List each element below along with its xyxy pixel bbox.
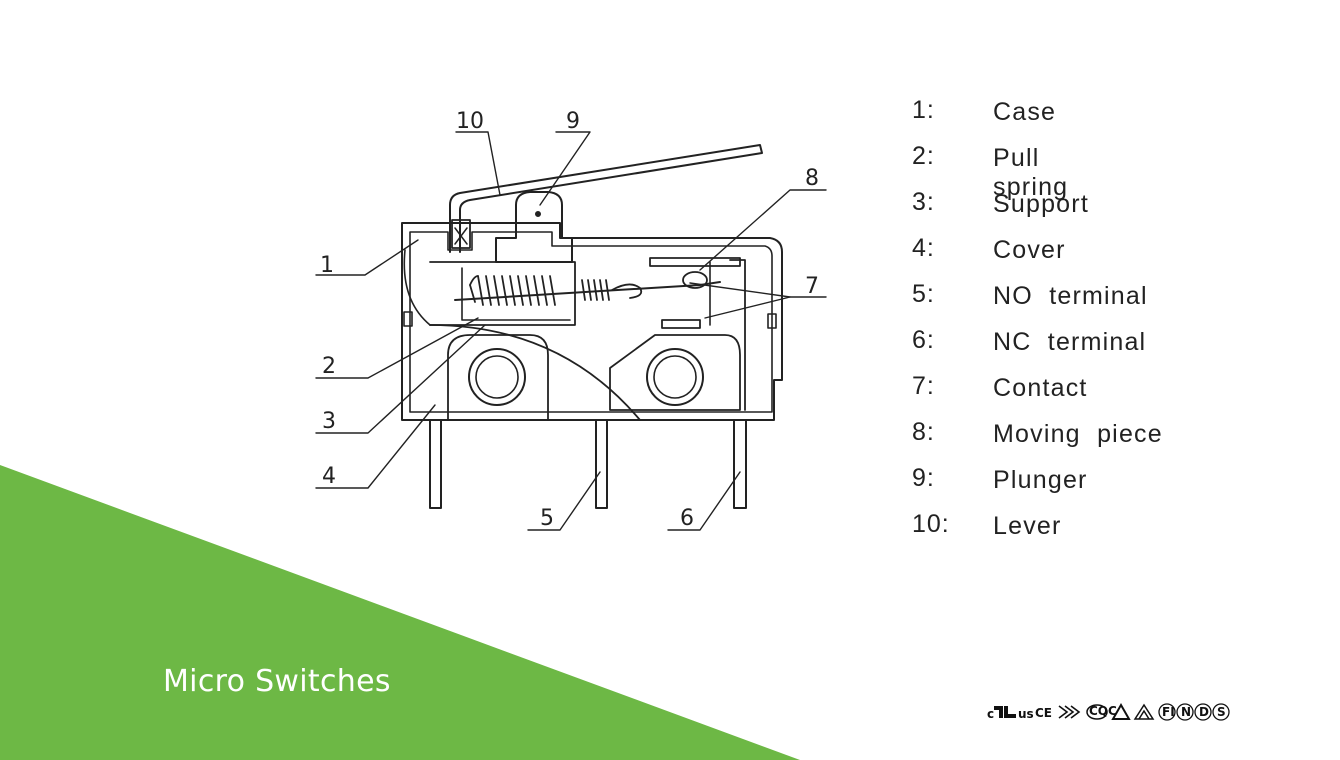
fi-icon: FI: [1158, 703, 1176, 721]
terminal-left: [429, 419, 442, 509]
lever-hinge: [451, 219, 471, 249]
legend-number: 8:: [912, 418, 935, 446]
case-outline: [401, 222, 783, 421]
svg-text:c: c: [987, 707, 994, 721]
vde-icon: [1058, 705, 1081, 719]
svg-text:FI: FI: [1162, 705, 1175, 719]
callout-1: 1: [320, 253, 334, 278]
enec-icon: [1133, 703, 1155, 720]
case-inner-outline: [409, 231, 773, 413]
callout-5: 5: [540, 506, 554, 531]
legend-label: Cover: [993, 236, 1066, 264]
pull-spring: [469, 275, 643, 306]
s-icon: S: [1212, 703, 1230, 721]
callout-6: 6: [680, 506, 694, 531]
ul-recognized-icon: c us: [987, 706, 1034, 721]
contact-lower: [661, 319, 701, 329]
d-icon: D: [1194, 703, 1212, 721]
legend-number: 3:: [912, 188, 935, 216]
svg-text:N: N: [1181, 705, 1191, 719]
svg-text:us: us: [1018, 707, 1034, 721]
legend-label: NO terminal: [993, 282, 1148, 310]
callout-10: 10: [456, 109, 484, 134]
micro-switch-diagram: 1 2 3 4 5 6 7 8 9 10: [315, 109, 827, 531]
legend-number: 1:: [912, 96, 935, 124]
svg-text:S: S: [1217, 705, 1226, 719]
terminal-no: [595, 419, 608, 509]
legend-number: 4:: [912, 234, 935, 262]
callout-8: 8: [805, 166, 819, 191]
mounting-hole-left: [447, 334, 549, 421]
n-icon: N: [1176, 703, 1194, 721]
legend-label: Contact: [993, 374, 1088, 402]
ce-mark-icon: CE: [1035, 706, 1052, 720]
callout-7: 7: [805, 274, 819, 299]
svg-text:D: D: [1199, 705, 1209, 719]
terminal-nc: [733, 419, 747, 509]
tuv-triangle-icon: [1111, 702, 1131, 720]
svg-text:CQC: CQC: [1089, 704, 1117, 718]
legend-label: Lever: [993, 512, 1062, 540]
callout-9: 9: [566, 109, 580, 134]
legend-number: 6:: [912, 326, 935, 354]
legend-label: NC terminal: [993, 328, 1147, 356]
legend-label: Moving piece: [993, 420, 1163, 448]
legend-number: 10:: [912, 510, 950, 538]
lever: [449, 144, 763, 253]
leader-lines: [315, 131, 827, 531]
legend-label: Case: [993, 98, 1057, 126]
legend-number: 7:: [912, 372, 935, 400]
legend-label: Support: [993, 190, 1089, 218]
legend-number: 5:: [912, 280, 935, 308]
ccc-icon: CQC: [1086, 704, 1117, 720]
plunger: [495, 191, 573, 263]
contact-upper: [682, 271, 708, 289]
callout-4: 4: [322, 464, 336, 489]
footer-title: Micro Switches: [163, 664, 391, 699]
legend-number: 9:: [912, 464, 935, 492]
legend-label: Pull spring: [993, 144, 1069, 201]
callout-3: 3: [322, 409, 336, 434]
mounting-hole-right: [609, 334, 741, 411]
legend-label: Plunger: [993, 466, 1088, 494]
cover-curve: [429, 324, 641, 421]
callout-2: 2: [322, 354, 336, 379]
certification-marks: c us CE CQC FI N D S: [987, 702, 1230, 721]
legend-number: 2:: [912, 142, 935, 170]
